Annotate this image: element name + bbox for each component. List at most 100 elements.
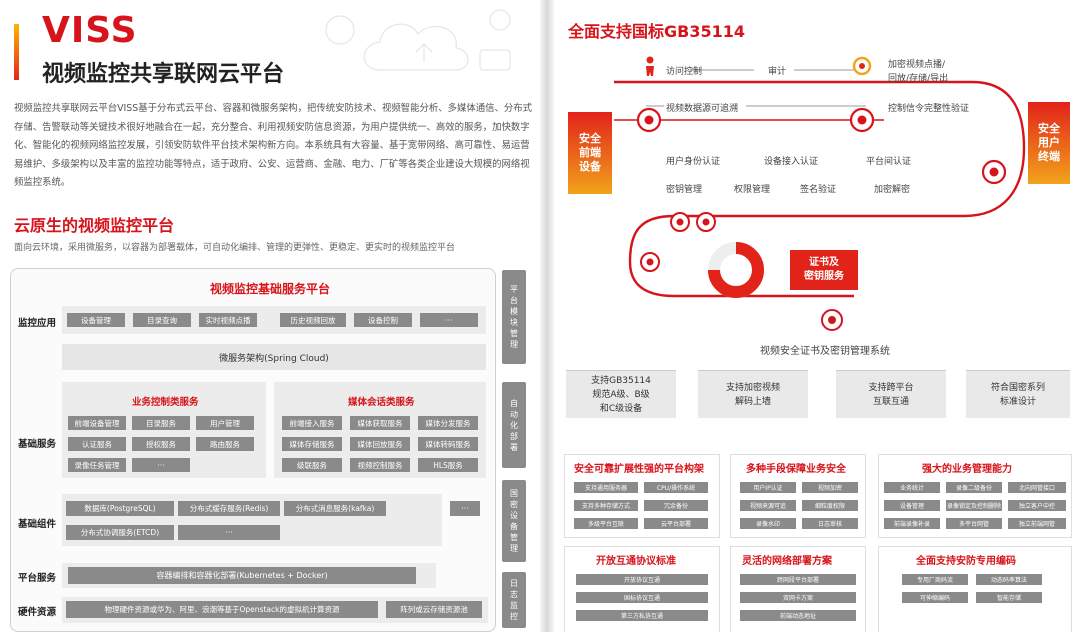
capability-item: 前端录像补录: [884, 518, 940, 529]
capability-title: 安全可靠扩展性强的平台构架: [574, 464, 704, 475]
component-item: 分布式消息服务(kafka): [284, 501, 386, 516]
flow-label-traceable: 视频数据源可追溯: [666, 104, 739, 114]
business-service-item: 路由服务: [196, 437, 254, 451]
left-page: VISS 视频监控共享联网云平台 视频监控共享联网云平台VISS基于分布式云平台…: [10, 9, 532, 632]
intro-paragraph: 视频监控共享联网云平台VISS基于分布式云平台、容器和微服务架构，把传统安防技术…: [14, 103, 532, 188]
row-label-monitor: 监控应用: [18, 318, 57, 329]
capability-title: 多种手段保障业务安全: [746, 464, 846, 475]
capability-item: 用户IP认证: [740, 482, 796, 493]
flow-label-integrity: 控制信令完整性验证: [888, 104, 970, 114]
capability-item: 细粒度权限: [802, 500, 858, 511]
lock-icon: [852, 56, 872, 76]
monitor-app-item: ···: [420, 313, 478, 327]
business-services-title: 业务控制类服务: [132, 397, 199, 408]
capability-title: 开放互通协议标准: [596, 556, 676, 567]
cloud-decoration: [325, 9, 511, 71]
capability-item: 业务统计: [884, 482, 940, 493]
capability-item: 多平台网管: [946, 518, 1002, 529]
brand-title: VISS: [42, 10, 138, 51]
media-service-item: 媒体转码服务: [418, 437, 478, 451]
row-label-base-component: 基础组件: [18, 519, 57, 530]
business-service-item: ···: [132, 458, 190, 472]
flow-label-auth: 用户身份认证: [666, 157, 721, 167]
feature-box: 支持加密视频 解码上墙: [698, 370, 808, 418]
capability-item: 第三方私协互通: [576, 610, 708, 621]
platform-service-item: 容器编排和容器化部署(Kubernetes + Docker): [68, 567, 416, 584]
row-label-base-service: 基础服务: [18, 439, 57, 450]
capability-item: 设备管理: [884, 500, 940, 511]
right-page: 全面支持国标GB35114: [554, 0, 1080, 632]
capability-title: 灵活的网络部署方案: [742, 556, 832, 567]
capability-item: 支持通用服务器: [574, 482, 638, 493]
side-column-auto-deploy: 自动化部署: [502, 382, 526, 468]
capability-title: 全面支持安防专用编码: [916, 556, 1016, 567]
secure-user-terminal-tag: 安全 用户 终端: [1028, 102, 1070, 184]
capability-item: 多级平台互联: [574, 518, 638, 529]
capability-item: 专用厂商码流: [902, 574, 968, 585]
capability-item: 视频加密: [802, 482, 858, 493]
monitor-app-item: 设备控制: [354, 313, 412, 327]
capability-item: 智能存储: [976, 592, 1042, 603]
capability-item: 独立客户中控: [1008, 500, 1066, 511]
capability-item: 云平台部署: [644, 518, 708, 529]
capability-item: 冗余备份: [644, 500, 708, 511]
monitor-app-item: 目录查询: [133, 313, 191, 327]
side-column-log-monitor: 日志监控: [502, 572, 526, 628]
monitor-app-item: 实时视频点播: [199, 313, 257, 327]
gb35114-title: 全面支持国标GB35114: [568, 22, 745, 41]
media-service-item: HLS服务: [418, 458, 478, 472]
microservice-bar: 微服务架构(Spring Cloud): [62, 344, 486, 370]
component-item: 数据库(PostgreSQL): [66, 501, 174, 516]
capability-item: 开放协议互通: [576, 574, 708, 585]
capability-item: 北向网管接口: [1008, 482, 1066, 493]
feature-box: 支持跨平台 互联互通: [836, 370, 946, 418]
capability-item: 日志审核: [802, 518, 858, 529]
capability-item: 双网卡方案: [740, 592, 856, 603]
cert-system-caption: 视频安全证书及密钥管理系统: [760, 346, 890, 357]
flow-node-icon: [821, 309, 843, 331]
flow-node-icon: [640, 252, 660, 272]
capability-item: 支持多种存储方式: [574, 500, 638, 511]
flow-label-key: 签名验证: [800, 185, 837, 195]
hardware-item: 物理硬件资源或华为、阿里、浪潮等基于Openstack的虚拟机计算资源: [66, 601, 378, 618]
capability-item: 跨网段平台部署: [740, 574, 856, 585]
book-spine: [540, 0, 554, 632]
section-title: 云原生的视频监控平台: [14, 216, 175, 235]
business-service-item: 授权服务: [132, 437, 190, 451]
flow-label-access: 访问控制: [666, 67, 703, 77]
capability-item: 录像水印: [740, 518, 796, 529]
business-service-item: 用户管理: [196, 416, 254, 430]
capability-item: 录像二级备份: [946, 482, 1002, 493]
flow-label-key: 密钥管理: [666, 185, 703, 195]
flow-label-auth: 设备接入认证: [764, 157, 819, 167]
monitor-app-item: 历史视频回放: [280, 313, 346, 327]
platform-title: 视频监控基础服务平台: [210, 282, 331, 296]
capability-item: CPU/操作系统: [644, 482, 708, 493]
business-service-item: 前端设备管理: [68, 416, 126, 430]
media-service-item: 视频控制服务: [350, 458, 410, 472]
capability-title: 强大的业务管理能力: [922, 464, 1012, 475]
secure-front-device-tag: 安全 前端 设备: [568, 112, 612, 194]
capability-item: 国标协议互通: [576, 592, 708, 603]
monitor-apps-panel: [62, 306, 486, 334]
feature-box: 符合国密系列 标准设计: [966, 370, 1070, 418]
business-service-item: 认证服务: [68, 437, 126, 451]
capability-item: 视频来源可追: [740, 500, 796, 511]
flow-label-encrypted: 加密视频点播/ 回放/存储/导出: [888, 60, 949, 84]
component-item: 分布式协调服务(ETCD): [66, 525, 174, 540]
page-title: 视频监控共享联网云平台: [42, 62, 285, 87]
business-service-item: 目录服务: [132, 416, 190, 430]
capability-item: 可伸缩编码: [902, 592, 968, 603]
hardware-item: 阵列或云存储资源池: [386, 601, 482, 618]
capability-item: 录像锁定及控制删除: [946, 500, 1002, 511]
row-label-hardware: 硬件资源: [18, 607, 57, 618]
flow-node-icon: [670, 212, 716, 232]
person-icon: [646, 56, 654, 76]
side-column-module-management: 平台模块管理: [502, 270, 526, 364]
flow-node-icon: [636, 107, 662, 133]
flow-label-key: 加密解密: [874, 185, 911, 195]
flow-node-icon: [849, 107, 875, 133]
title-accent-bar: [14, 24, 19, 80]
media-services-title: 媒体会话类服务: [348, 397, 415, 408]
flow-node-icon: [981, 159, 1007, 185]
